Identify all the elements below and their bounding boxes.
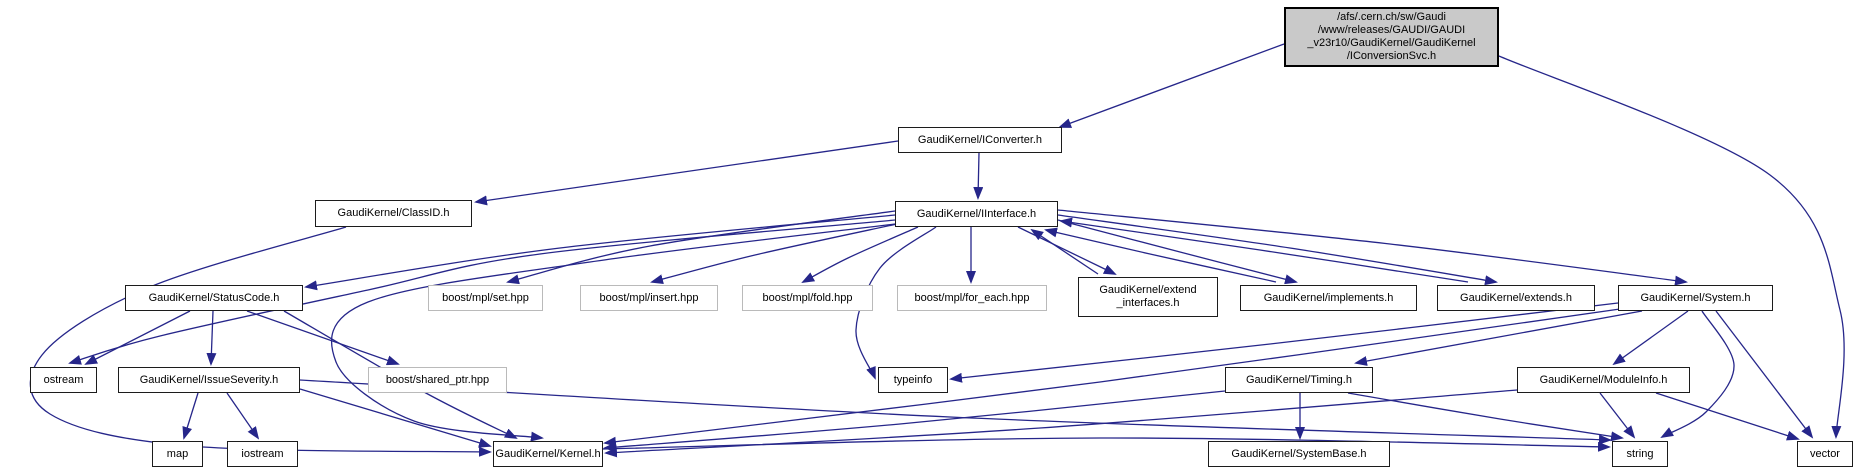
edge-extend_interfaces-iinterface: [1030, 228, 1099, 275]
edge-kernel-string: [602, 437, 1611, 452]
node-extends[interactable]: GaudiKernel/extends.h: [1437, 285, 1595, 311]
node-kernel[interactable]: GaudiKernel/Kernel.h: [493, 441, 603, 467]
edge-moduleinfo-kernel: [604, 389, 1518, 458]
node-mpl_insert[interactable]: boost/mpl/insert.hpp: [580, 285, 718, 311]
edge-issueseverity-map: [182, 392, 199, 440]
edge-statuscode-issueseverity: [206, 310, 217, 366]
edge-implements-iinterface: [1044, 227, 1277, 283]
node-conv[interactable]: /afs/.cern.ch/sw/Gaudi /www/releases/GAU…: [1284, 7, 1499, 67]
node-vector[interactable]: vector: [1797, 441, 1853, 467]
node-map[interactable]: map: [152, 441, 203, 467]
edge-system-typeinfo: [949, 302, 1619, 383]
edge-classid-kernel: [29, 226, 492, 457]
edge-issueseverity-kernel: [299, 388, 492, 448]
edge-statuscode-ostream: [84, 310, 191, 365]
edge-system-vector: [1715, 310, 1814, 439]
node-moduleinfo[interactable]: GaudiKernel/ModuleInfo.h: [1517, 367, 1690, 393]
edge-issueseverity-iostream: [226, 392, 260, 440]
edge-statuscode-shared_ptr: [246, 310, 400, 366]
node-issueseverity[interactable]: GaudiKernel/IssueSeverity.h: [118, 367, 300, 393]
node-extend_interfaces[interactable]: GaudiKernel/extend _interfaces.h: [1078, 277, 1218, 317]
node-ostream[interactable]: ostream: [30, 367, 97, 393]
node-mpl_set[interactable]: boost/mpl/set.hpp: [428, 285, 543, 311]
edge-timing-string: [1347, 392, 1624, 442]
node-iconverter[interactable]: GaudiKernel/IConverter.h: [898, 127, 1062, 153]
edge-system-kernel: [603, 308, 1621, 447]
edge-system-moduleinfo: [1612, 310, 1689, 366]
edge-iinterface-statuscode: [304, 214, 896, 291]
edge-iinterface-kernel: [330, 223, 896, 442]
edge-iconverter-iinterface: [973, 152, 984, 200]
edge-iinterface-system: [1057, 209, 1688, 286]
edge-iinterface-mpl_insert: [650, 223, 898, 285]
edge-system-string: [1660, 310, 1735, 438]
edge-system-timing: [1354, 310, 1643, 366]
node-statuscode[interactable]: GaudiKernel/StatusCode.h: [125, 285, 303, 311]
node-implements[interactable]: GaudiKernel/implements.h: [1240, 285, 1417, 311]
edge-iinterface-extends: [1057, 214, 1498, 286]
node-systembase[interactable]: GaudiKernel/SystemBase.h: [1208, 441, 1390, 467]
edge-iconverter-classid: [474, 140, 899, 206]
edge-iinterface-mpl_fold: [801, 226, 919, 283]
node-classid[interactable]: GaudiKernel/ClassID.h: [315, 200, 472, 227]
edge-iinterface-extend_interfaces: [1017, 226, 1117, 275]
node-iostream[interactable]: iostream: [227, 441, 298, 467]
edge-iinterface-implements: [1057, 219, 1298, 285]
edge-moduleinfo-vector: [1655, 392, 1800, 441]
edge-iinterface-mpl_set: [506, 210, 896, 285]
node-system[interactable]: GaudiKernel/System.h: [1618, 285, 1773, 311]
node-mpl_foreach[interactable]: boost/mpl/for_each.hpp: [897, 285, 1047, 311]
node-shared_ptr[interactable]: boost/shared_ptr.hpp: [368, 367, 507, 393]
edge-timing-kernel: [603, 390, 1226, 453]
node-mpl_fold[interactable]: boost/mpl/fold.hpp: [742, 285, 873, 311]
node-string[interactable]: string: [1612, 441, 1668, 467]
node-timing[interactable]: GaudiKernel/Timing.h: [1225, 367, 1373, 393]
node-typeinfo[interactable]: typeinfo: [878, 367, 948, 393]
edge-extends-iinterface: [1059, 217, 1469, 283]
edge-moduleinfo-string: [1599, 392, 1636, 439]
edge-conv-iconverter: [1058, 43, 1285, 128]
edge-conv-vector: [1498, 55, 1845, 439]
node-iinterface[interactable]: GaudiKernel/IInterface.h: [895, 201, 1058, 227]
